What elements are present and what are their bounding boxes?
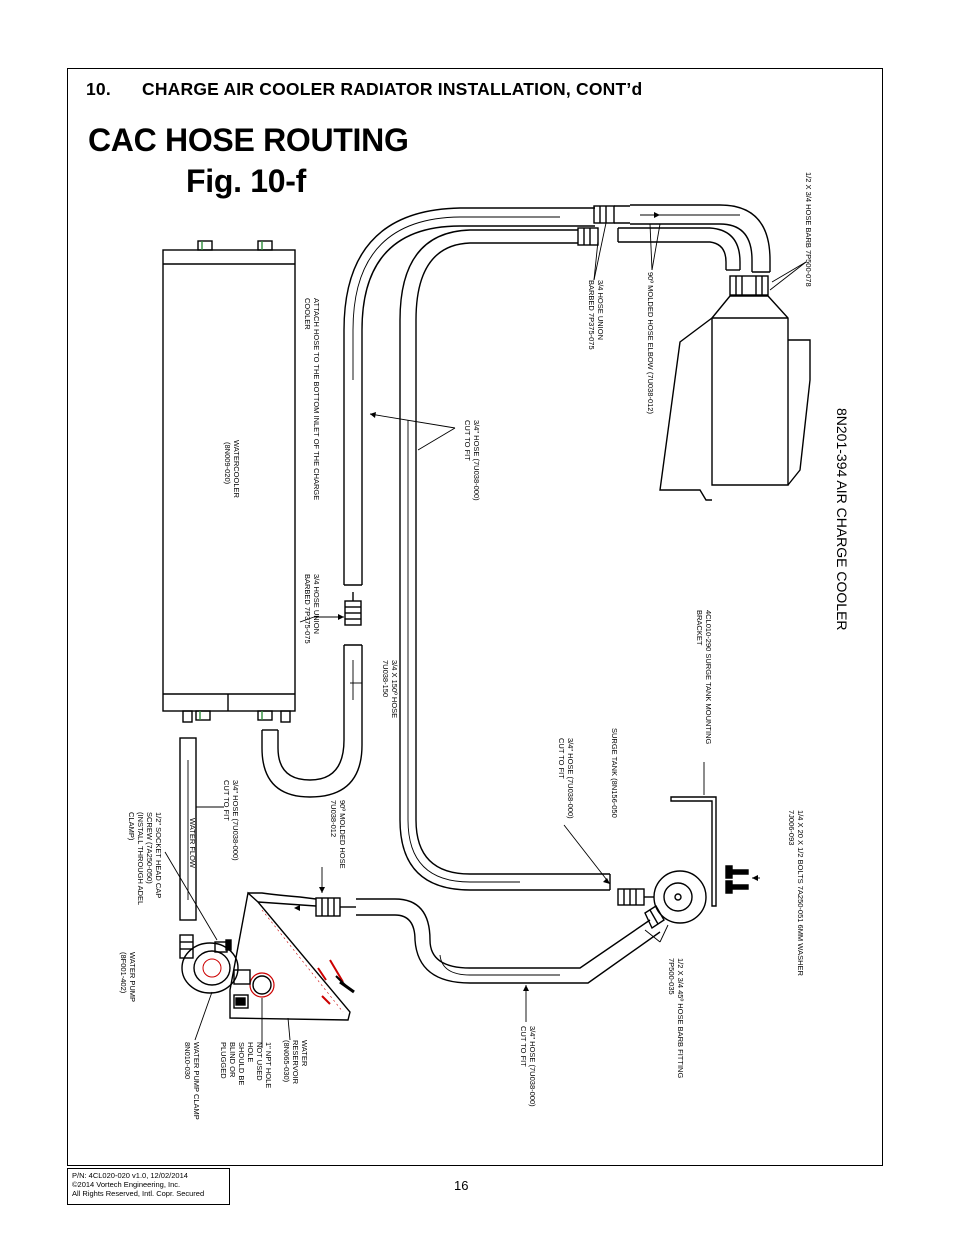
label-barb-fitting-1: 1/2 X 3/4 45º HOSE BARB FITTING <box>676 958 685 1078</box>
label-npt-hole-5: BLIND OR <box>228 1042 237 1078</box>
label-surge-tank: SURGE TANK (8N156-050 <box>610 728 619 818</box>
label-hose-right-2: CUT TO FIT <box>557 738 566 779</box>
hose-barb-fitting <box>644 905 665 930</box>
label-bracket-1: 4CL010-290 SURGE TANK MOUNTING <box>704 610 713 745</box>
label-union-left-1: 3/4 HOSE UNION <box>312 574 321 634</box>
label-hose-150-1: 3/4 X 150º HOSE <box>390 660 399 718</box>
label-npt-hole-3: HOLE <box>246 1042 255 1062</box>
section-title: CHARGE AIR COOLER RADIATOR INSTALLATION,… <box>142 79 643 99</box>
label-hose-left-1: 3/4" HOSE (7U038-000) <box>231 780 240 861</box>
label-hose-bottom-1: 3/4" HOSE (7U038-000) <box>528 1026 537 1107</box>
label-union-top-2: BARBED 7P375-075 <box>587 280 596 350</box>
label-pump-clamp-2: 8N010-030 <box>183 1042 192 1079</box>
hose-long-run <box>399 229 611 891</box>
label-socket-screw-3: (INSTALL THROUGH ADEL <box>136 812 145 905</box>
surge-tank <box>617 870 707 924</box>
label-molded-hose-2: 7U038-012 <box>329 800 338 837</box>
label-hose-mid-2: CUT TO FIT <box>463 420 472 461</box>
label-reservoir-3: (8N065-030) <box>282 1040 291 1083</box>
label-bolts-1: 1/4 X 20 X 1/2 BOLTS 7A250-051 6MM WASHE… <box>796 810 805 976</box>
label-molded-hose-1: 90º MOLDED HOSE <box>338 800 347 869</box>
label-watercooler-2: (8N009-020) <box>223 442 232 485</box>
label-reservoir-2: RESERVOIR <box>291 1040 300 1085</box>
footer-copyright: P/N: 4CL020-020 v1.0, 12/02/2014 ©2014 V… <box>67 1168 230 1205</box>
hose-left-vertical <box>179 737 197 921</box>
label-air-charge-cooler: 8N201-394 AIR CHARGE COOLER <box>834 408 850 631</box>
hose-union-left <box>344 592 362 626</box>
footer-line: All Rights Reserved, Intl. Copr. Secured <box>72 1189 205 1198</box>
label-union-top-1: 3/4 HOSE UNION <box>596 280 605 340</box>
section-heading: 10. CHARGE AIR COOLER RADIATOR INSTALLATI… <box>86 79 642 100</box>
diagram-labels: 1/2 X 3/4 HOSE BARB 7P500-078 3/4 HOSE U… <box>119 172 850 1120</box>
hose-union-top <box>577 205 615 246</box>
figure-title: CAC HOSE ROUTING <box>88 122 409 158</box>
label-hose-left-2: CUT TO FIT <box>222 780 231 821</box>
air-charge-cooler <box>659 275 811 501</box>
hose-top-elbow <box>614 204 771 273</box>
label-attach-1: ATTACH HOSE TO THE BOTTOM INLET OF THE C… <box>312 298 321 500</box>
label-attach-2: COOLER <box>303 298 312 330</box>
label-npt-hole-4: SHOULD BE <box>237 1042 246 1085</box>
page-number: 16 <box>454 1178 469 1193</box>
label-water-pump-1: WATER PUMP <box>128 952 137 1002</box>
label-npt-hole-6: PLUGGED <box>219 1042 228 1079</box>
label-barb-top: 1/2 X 3/4 HOSE BARB 7P500-078 <box>804 172 813 287</box>
label-hose-mid-1: 3/4" HOSE (7U038-000) <box>472 420 481 501</box>
label-npt-hole-2: NOT USED <box>255 1042 264 1081</box>
label-hose-bottom-2: CUT TO FIT <box>519 1026 528 1067</box>
page-frame <box>67 68 883 1166</box>
label-npt-hole-1: 1" NPT HOLE <box>264 1042 273 1088</box>
arrowheads <box>294 212 758 991</box>
label-union-left-2: BARBED 7P375-075 <box>303 574 312 644</box>
label-hose-right-1: 3/4" HOSE (7U038-000) <box>566 738 575 819</box>
label-bracket-2: BRACKET <box>695 610 704 646</box>
footer-line: ©2014 Vortech Engineering, Inc. <box>72 1180 181 1189</box>
label-elbow-top: 90º MOLDED HOSE ELBOW (7U038-012) <box>646 272 655 414</box>
label-bolts-2: 7J006-093 <box>787 810 796 845</box>
label-reservoir-1: WATER <box>300 1040 309 1067</box>
watercooler <box>162 240 296 723</box>
label-socket-screw-2: SCREW (7A250-050) <box>145 812 154 884</box>
water-pump <box>179 934 239 994</box>
hose-150 <box>261 644 363 798</box>
bolts <box>725 865 749 894</box>
section-number: 10. <box>86 79 111 99</box>
label-socket-screw-1: 1/2" SOCKET HEAD CAP <box>154 812 163 898</box>
label-water-flow: WATER FLOW <box>188 818 197 869</box>
label-watercooler-1: WATERCOOLER <box>232 440 241 499</box>
hose-bottom-loop <box>356 898 661 984</box>
label-barb-fitting-2: 7P500-035 <box>667 958 676 995</box>
footer-line: P/N: 4CL020-020 v1.0, 12/02/2014 <box>72 1171 188 1180</box>
surge-tank-bracket <box>670 796 717 907</box>
label-socket-screw-4: CLAMP) <box>127 812 136 841</box>
label-pump-clamp-1: WATER PUMP CLAMP <box>192 1042 201 1120</box>
figure-number: Fig. 10-f <box>186 163 306 199</box>
hose-arch <box>343 207 595 586</box>
label-hose-150-2: 7U038-150 <box>381 660 390 697</box>
label-water-pump-2: (8F001-402) <box>119 952 128 994</box>
water-reservoir <box>229 891 356 1021</box>
